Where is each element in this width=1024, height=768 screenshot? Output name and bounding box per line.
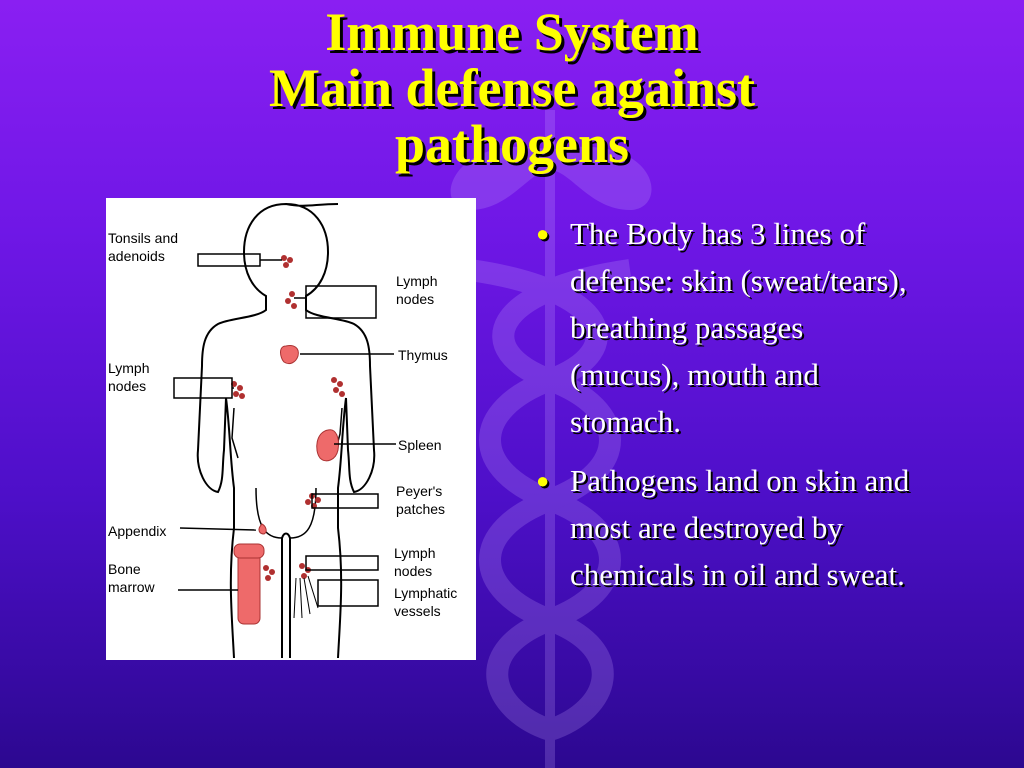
bullet-item: ● The Body has 3 lines of defense: skin … — [532, 210, 912, 445]
label-tonsils-line2: adenoids — [108, 248, 165, 264]
label-lymph-neck-line1: Lymph — [396, 273, 438, 289]
body-diagram-svg: Tonsils and adenoids Lymph nodes Thymus … — [108, 203, 457, 659]
label-bone-marrow-line2: marrow — [108, 579, 156, 595]
appendix-organ — [258, 523, 267, 535]
lymphatic-vessels — [293, 575, 319, 619]
label-lymph-arm-line1: Lymph — [108, 360, 150, 376]
label-appendix: Appendix — [108, 523, 166, 539]
caduceus-watermark-icon — [450, 110, 652, 768]
bullet-marker-icon: ● — [536, 221, 550, 246]
title-line-3: pathogens — [394, 114, 630, 174]
label-lymphatic-line1: Lymphatic — [394, 585, 457, 601]
bullet-item: ● Pathogens land on skin and most are de… — [532, 457, 912, 598]
title-line-1: Immune System — [325, 2, 699, 62]
label-spleen: Spleen — [398, 437, 442, 453]
label-lymph-arm-line2: nodes — [108, 378, 146, 394]
body-outline — [196, 203, 376, 659]
bullet-text: The Body has 3 lines of defense: skin (s… — [570, 216, 907, 439]
slide-title: Immune System Main defense against patho… — [150, 4, 874, 172]
lymph-node-clusters — [231, 255, 345, 581]
label-peyers-line1: Peyer's — [396, 483, 442, 499]
label-lymph-groin-line2: nodes — [394, 563, 432, 579]
label-lymph-neck-line2: nodes — [396, 291, 434, 307]
label-thymus: Thymus — [398, 347, 448, 363]
thymus-organ — [280, 345, 299, 365]
bullet-list: ● The Body has 3 lines of defense: skin … — [532, 210, 912, 610]
spleen-organ — [316, 429, 339, 462]
title-line-2: Main defense against — [269, 58, 755, 118]
label-peyers-line2: patches — [396, 501, 445, 517]
bullet-marker-icon: ● — [536, 468, 550, 493]
immune-system-diagram: Tonsils and adenoids Lymph nodes Thymus … — [106, 198, 476, 660]
bullet-text: Pathogens land on skin and most are dest… — [570, 463, 910, 592]
label-lymphatic-line2: vessels — [394, 603, 441, 619]
label-bone-marrow-line1: Bone — [108, 561, 141, 577]
label-lymph-groin-line1: Lymph — [394, 545, 436, 561]
label-tonsils-line1: Tonsils and — [108, 230, 178, 246]
